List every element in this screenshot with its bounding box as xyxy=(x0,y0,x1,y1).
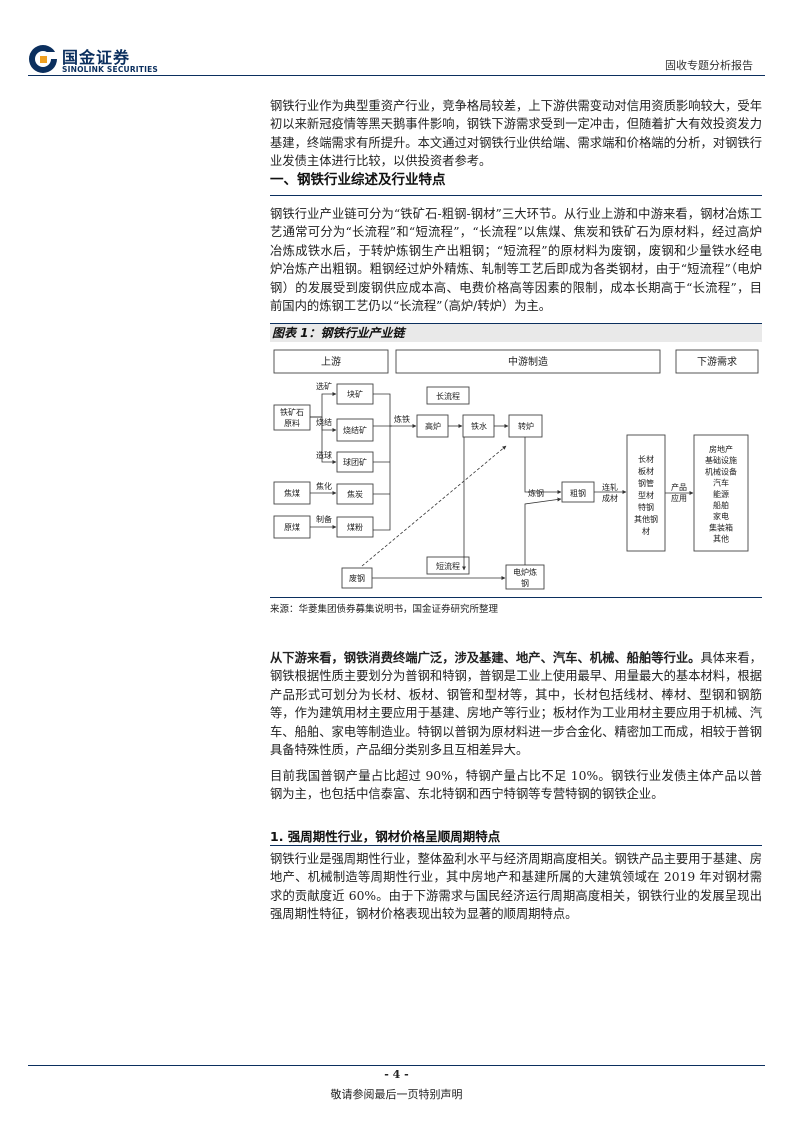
coke-label: 焦炭 xyxy=(347,489,363,499)
sinter-ore-label: 烧结矿 xyxy=(343,425,367,435)
section1b-body: 具体来看，钢铁根据性质主要划分为普钢和特钢，普钢是工业上使用最早、用量最大的基本… xyxy=(270,651,762,758)
iron-ore-label-2: 原料 xyxy=(284,418,300,428)
logo-chinese-name: 国金证券 xyxy=(62,48,131,67)
company-logo: 国金证券 SINOLINK SECURITIES xyxy=(28,44,158,78)
blast-furnace-label: 高炉 xyxy=(425,421,441,431)
figure-bottom-divider xyxy=(270,597,762,598)
converter-box xyxy=(508,414,543,438)
stage-midstream-box xyxy=(395,349,661,374)
select-label: 选矿 xyxy=(316,381,332,391)
stage-midstream-label: 中游制造 xyxy=(508,355,548,368)
intro-text: 钢铁行业作为典型重资产行业，竞争格局较差，上下游供需变动对信用资质影响较大，受年… xyxy=(270,99,762,169)
iron-ore-box xyxy=(273,404,311,431)
rolling-label-2: 成材 xyxy=(602,493,618,503)
long-flow-label: 长流程 xyxy=(436,391,460,401)
use-label-2: 应用 xyxy=(671,493,687,503)
demand-box xyxy=(693,434,749,552)
section-heading-1: 一、钢铁行业综述及行业特点 xyxy=(270,172,446,188)
demand-item: 集装箱 xyxy=(709,522,733,532)
stage-downstream-box xyxy=(675,349,759,374)
stage-downstream-label: 下游需求 xyxy=(697,355,737,368)
converter-label: 转炉 xyxy=(518,421,534,431)
footer-divider xyxy=(28,1065,765,1066)
section-heading-2: 1. 强周期性行业，钢材价格呈顺周期特点 xyxy=(270,829,501,844)
header-divider xyxy=(28,75,765,76)
short-flow-label: 短流程 xyxy=(436,561,460,571)
section1-paragraph: 钢铁行业产业链可分为“铁矿石-粗钢-钢材”三大环节。从行业上游和中游来看，钢材冶… xyxy=(270,205,762,315)
section-heading-divider xyxy=(270,195,762,196)
figure-source: 来源：华菱集团债券募集说明书，国金证券研究所整理 xyxy=(270,604,499,615)
page-header: 国金证券 SINOLINK SECURITIES 固收专题分析报告 xyxy=(0,0,793,80)
raw-coal-label: 原煤 xyxy=(284,522,300,532)
sinolink-logo-icon xyxy=(29,45,57,73)
product-item: 板材 xyxy=(638,466,654,476)
iron-ore-label: 铁矿石 xyxy=(280,407,304,417)
coking-coal-label: 焦煤 xyxy=(284,488,300,498)
pellet-ore-label: 球团矿 xyxy=(343,457,367,467)
section1c-paragraph: 目前我国普钢产量占比超过 90%，特钢产量占比不足 10%。钢铁行业发债主体产品… xyxy=(270,767,762,804)
product-item: 其他钢 xyxy=(634,514,658,524)
stage-upstream-box xyxy=(273,349,389,374)
report-type-label: 固收专题分析报告 xyxy=(665,59,753,72)
scrap-label: 废钢 xyxy=(349,573,365,583)
eaf-label: 电炉炼 xyxy=(513,567,537,577)
coal-powder-box xyxy=(336,516,374,538)
figure-title-bar xyxy=(270,323,762,342)
bold-lead-sentence: 从下游来看，钢铁消费终端广泛，涉及基建、地产、汽车、机械、船舶等行业。 xyxy=(270,650,701,665)
demand-item: 家电 xyxy=(713,511,729,521)
sinter-label: 烧结 xyxy=(316,417,332,427)
section1-text: 钢铁行业产业链可分为“铁矿石-粗钢-钢材”三大环节。从行业上游和中游来看，钢材冶… xyxy=(270,207,762,314)
page-number: - 4 - xyxy=(384,1068,409,1081)
demand-item: 房地产 xyxy=(709,444,733,454)
coke-process-label: 焦化 xyxy=(316,481,332,491)
use-label: 产品 xyxy=(671,482,687,492)
product-item: 钢管 xyxy=(638,478,654,488)
demand-item: 机械设备 xyxy=(705,466,737,476)
section1b-text: 从下游来看，钢铁消费终端广泛，涉及基建、地产、汽车、机械、船舶等行业。具体来看，… xyxy=(270,649,762,759)
logo-english-name: SINOLINK SECURITIES xyxy=(62,65,159,74)
footer-disclaimer-note: 敬请参阅最后一页特别声明 xyxy=(330,1088,463,1101)
steel-industry-chain-diagram: 上游 中游制造 下游需求 铁矿石 原料 焦煤 原煤 废钢 块矿 烧结矿 球团矿 … xyxy=(273,349,759,590)
section1b-paragraph: 从下游来看，钢铁消费终端广泛，涉及基建、地产、汽车、机械、船舶等行业。具体来看，… xyxy=(270,649,762,759)
short-flow-tag xyxy=(426,556,470,575)
rolling-label: 连轧 xyxy=(602,482,618,492)
long-flow-tag xyxy=(426,386,470,405)
product-item: 特钢 xyxy=(638,502,654,512)
prep-label: 制备 xyxy=(316,514,332,524)
product-item: 长材 xyxy=(638,454,654,464)
section1c-text: 目前我国普钢产量占比超过 90%，特钢产量占比不足 10%。钢铁行业发债主体产品… xyxy=(270,769,762,802)
stage-upstream-label: 上游 xyxy=(321,355,341,368)
demand-item: 船舶 xyxy=(713,500,729,510)
demand-item: 汽车 xyxy=(713,478,729,488)
eaf-label-2: 钢 xyxy=(521,578,529,588)
sinter-ore-box xyxy=(336,418,374,442)
pellet-label: 造球 xyxy=(316,450,332,460)
product-item: 型材 xyxy=(638,490,654,500)
section2-text: 钢铁行业是强周期性行业，整体盈利水平与经济周期高度相关。钢铁产品主要用于基建、房… xyxy=(270,852,762,922)
demand-item: 能源 xyxy=(713,489,729,499)
figure-title: 图表 1：钢铁行业产业链 xyxy=(272,326,405,340)
steelmaking-label: 炼钢 xyxy=(528,488,544,498)
product-item: 材 xyxy=(642,526,650,536)
coal-powder-label: 煤粉 xyxy=(347,522,363,532)
demand-item: 其他 xyxy=(713,534,729,544)
hot-metal-label: 铁水 xyxy=(471,421,487,431)
crude-steel-label: 粗钢 xyxy=(570,488,586,498)
section2-paragraph: 钢铁行业是强周期性行业，整体盈利水平与经济周期高度相关。钢铁产品主要用于基建、房… xyxy=(270,850,762,924)
intro-paragraph: 钢铁行业作为典型重资产行业，竞争格局较差，上下游供需变动对信用资质影响较大，受年… xyxy=(270,97,762,171)
section-heading-2-divider xyxy=(270,845,762,846)
lump-ore-label: 块矿 xyxy=(347,389,363,399)
smelt-label: 炼铁 xyxy=(394,414,410,424)
demand-item: 基础设施 xyxy=(705,455,737,465)
